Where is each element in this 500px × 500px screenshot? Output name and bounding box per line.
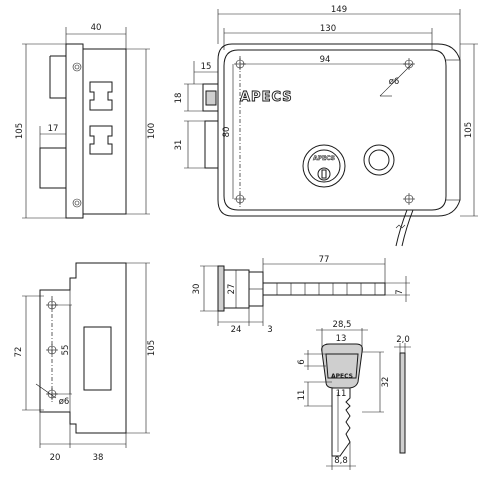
cylinder-bar: [262, 282, 386, 296]
dim-strike-hole-inner: 55: [61, 345, 71, 356]
side-view: 40 105 100 17: [15, 23, 157, 219]
dim-strike-hole-diameter: ø6: [59, 397, 70, 407]
dim-front-hole-spacing: 94: [320, 55, 331, 65]
dim-cylinder-inner: 27: [227, 284, 237, 295]
dim-front-bolt-offset: 15: [201, 62, 212, 72]
front-brand-logo: APECS: [240, 90, 293, 105]
dim-side-bolt: 17: [48, 124, 59, 134]
cylinder-flange: [217, 265, 225, 312]
dim-cylinder-bar: 7: [395, 289, 405, 294]
cylinder-side: 77 30 27 7 24 3: [192, 255, 410, 335]
strike-plate: 72 55 105 20 38 ø6: [14, 262, 157, 463]
front-backplate: [217, 43, 461, 217]
dim-cylinder-flange: 24: [231, 325, 242, 335]
dim-strike-hole-total: 72: [14, 347, 24, 358]
dim-key-head-inner: 13: [336, 334, 347, 344]
front-latch: [204, 120, 219, 169]
dim-side-height-outer: 105: [15, 123, 25, 139]
dim-front-body: 130: [320, 24, 336, 34]
dim-front-total: 149: [331, 5, 347, 15]
side-screw-top: [72, 62, 82, 72]
dim-cylinder-length: 77: [319, 255, 330, 265]
dim-front-height: 105: [464, 122, 474, 138]
dim-key-blade-label: 11: [336, 389, 347, 399]
side-slot-lower: [89, 125, 113, 155]
dim-strike-height: 105: [147, 340, 157, 356]
dim-front-bolt-height: 18: [174, 93, 184, 104]
dim-side-height-inner: 100: [147, 123, 157, 139]
key-blade: [331, 387, 351, 457]
dim-key-thickness: 2,0: [396, 335, 410, 345]
side-bolt: [39, 147, 67, 189]
front-button-ring: [363, 144, 395, 176]
side-screw-bottom: [72, 198, 82, 208]
dim-key-total: 32: [381, 377, 391, 388]
dim-front-hole-diameter: ø6: [389, 77, 400, 87]
front-view: APECS APECS 149 130 94 15: [174, 5, 478, 247]
front-button: [368, 149, 390, 171]
dim-strike-width-right: 38: [93, 453, 104, 463]
dim-key-head-width: 28,5: [333, 320, 352, 330]
strike-outline: [39, 262, 127, 434]
key-head: [321, 343, 363, 389]
side-body: [82, 48, 127, 215]
dim-key-blade-width: 8,8: [334, 456, 348, 466]
front-cylinder-ring: [302, 144, 346, 188]
key: APECS 28,5 13 6 11 11 32 8,8: [297, 320, 411, 470]
front-keyhole: [317, 167, 331, 181]
dim-side-width: 40: [91, 23, 102, 33]
dim-cylinder-outer: 30: [192, 284, 202, 295]
strike-opening: [83, 326, 112, 391]
dim-strike-width-left: 20: [50, 453, 61, 463]
front-cover: [223, 49, 447, 211]
front-bolt: [202, 83, 219, 112]
dim-key-lower: 11: [297, 390, 307, 401]
dim-cylinder-step: 3: [267, 325, 272, 335]
key-brand-logo: APECS: [331, 373, 353, 380]
key-thickness-profile: [399, 352, 406, 454]
side-slot-upper: [89, 81, 113, 111]
front-cable: [395, 209, 408, 247]
dim-front-latch-height: 31: [174, 140, 184, 151]
cylinder-brand-logo: APECS: [313, 155, 335, 162]
dim-front-hole-vertical: 80: [222, 127, 232, 138]
dim-key-slot: 6: [297, 359, 307, 364]
